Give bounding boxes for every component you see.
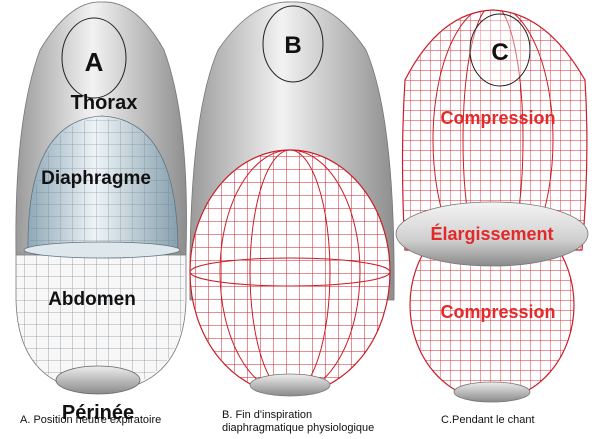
abdomen-label: Abdomen <box>48 289 136 310</box>
caption-c: C.Pendant le chant <box>441 414 535 426</box>
compression-upper-label: Compression <box>440 108 555 128</box>
elargissement-label: Élargissement <box>430 223 553 244</box>
caption-b-line2: diaphragmatique physiologique <box>222 422 374 434</box>
panel-b: B <box>186 2 396 398</box>
diaphragme-label: Diaphragme <box>41 168 151 189</box>
panel-c-letter: C <box>491 39 508 66</box>
caption-b-line1: B. Fin d'inspiration <box>222 409 312 421</box>
panel-b-letter: B <box>284 32 301 59</box>
caption-a: A. Position neutre expiratoire <box>20 414 161 426</box>
panel-a-letter: A <box>85 47 104 77</box>
compression-lower-label: Compression <box>440 302 555 322</box>
thorax-label: Thorax <box>71 92 138 114</box>
panel-a: A Thorax Diaphragme Abdomen Périnée <box>10 2 190 424</box>
panel-c: C Compression Élargissement Compression <box>396 5 592 403</box>
perineum-base <box>56 366 140 394</box>
